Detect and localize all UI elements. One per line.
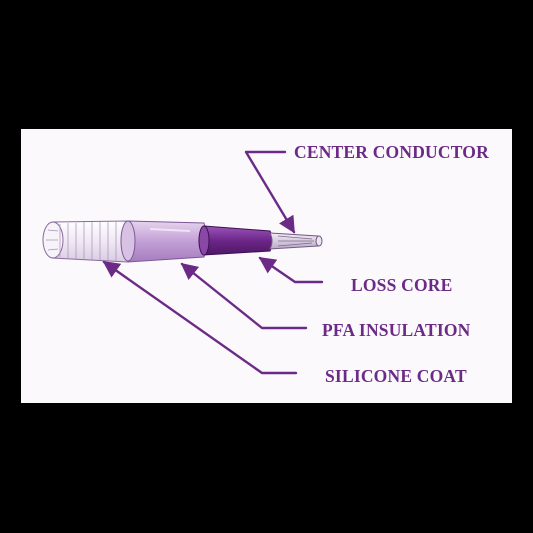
leader-loss-core [258, 256, 324, 284]
label-pfa-insulation: PFA INSULATION [322, 320, 471, 340]
leader-silicone-coat [102, 260, 298, 375]
leader-pfa-insulation [180, 262, 308, 330]
loss-core-layer [198, 225, 273, 256]
center-conductor-layer [269, 232, 323, 250]
label-center-conductor: CENTER CONDUCTOR [294, 142, 489, 162]
pfa-insulation-layer [120, 220, 208, 263]
label-silicone-coat: SILICONE COAT [325, 366, 467, 386]
leader-center-conductor [244, 150, 296, 234]
label-loss-core: LOSS CORE [351, 275, 453, 295]
silicone-coat-layer [42, 220, 132, 263]
